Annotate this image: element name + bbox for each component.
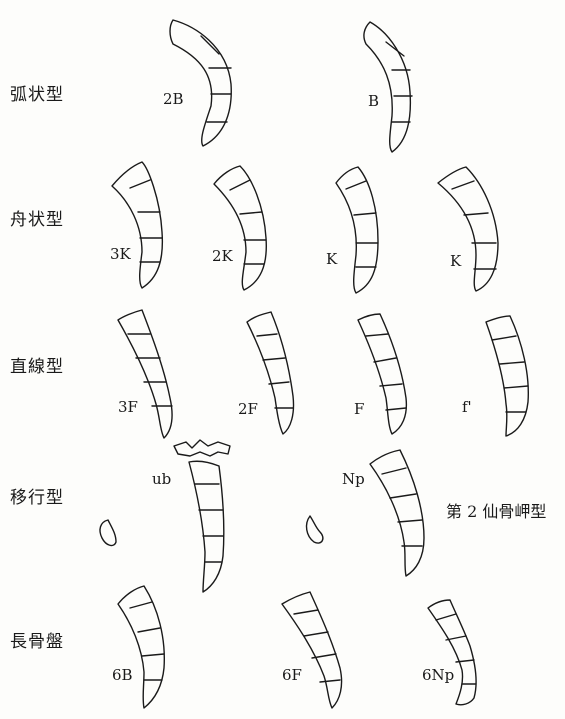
fig-label-ub: ub xyxy=(152,470,172,488)
coccyx-drawing-left xyxy=(99,519,117,547)
row-label-long-pelvis: 長骨盤 xyxy=(10,632,64,652)
annotation-second-sacral-promontory: 第 2 仙骨岬型 xyxy=(446,502,547,521)
fig-label-K1: K xyxy=(326,250,338,268)
fig-label-Np: Np xyxy=(342,470,365,488)
coccyx-drawing-right xyxy=(305,515,324,544)
sacrum-drawing-3K xyxy=(111,161,164,289)
sacrum-drawing-2K xyxy=(213,165,267,291)
row-label-boat: 舟状型 xyxy=(10,210,64,230)
sacrum-drawing-2B xyxy=(169,19,232,147)
fig-label-K2: K xyxy=(450,252,462,270)
sacrum-drawing-K2 xyxy=(437,166,499,292)
sacrum-drawing-2F xyxy=(246,311,295,435)
fig-label-2B: 2B xyxy=(163,90,184,108)
fig-label-F: F xyxy=(354,400,365,418)
fig-label-B: B xyxy=(368,92,380,110)
fig-label-6F: 6F xyxy=(282,666,302,684)
vertebra-drawing-ub xyxy=(173,439,231,457)
fig-label-6B: 6B xyxy=(112,666,133,684)
row-label-transition: 移行型 xyxy=(10,488,64,508)
sacrum-drawing-6B xyxy=(117,585,166,709)
fig-label-3F: 3F xyxy=(118,398,138,416)
sacrum-drawing-F xyxy=(357,313,408,435)
sacrum-drawing-6F xyxy=(281,591,343,709)
sacrum-drawing-6Np xyxy=(427,599,477,706)
sacrum-drawing-f-prime xyxy=(485,315,530,437)
fig-label-2K: 2K xyxy=(212,247,233,265)
row-label-straight: 直線型 xyxy=(10,357,64,377)
sacrum-drawing-ub xyxy=(188,460,225,593)
row-label-arc: 弧状型 xyxy=(10,85,64,105)
sacrum-drawing-K1 xyxy=(335,166,379,294)
fig-label-3K: 3K xyxy=(110,245,131,263)
sacrum-drawing-B xyxy=(363,21,413,153)
sacrum-drawing-3F xyxy=(117,309,173,439)
sacrum-drawing-Np xyxy=(369,449,425,577)
fig-label-2F: 2F xyxy=(238,400,258,418)
fig-label-f-prime: f' xyxy=(462,398,472,416)
fig-label-6Np: 6Np xyxy=(422,666,455,684)
